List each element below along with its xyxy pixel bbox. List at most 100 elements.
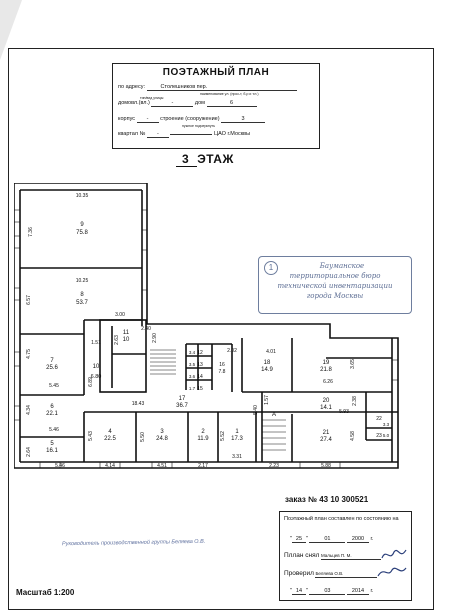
address-row: по адресу: Столешников пер. [118, 84, 297, 91]
date-year: 2000 [346, 536, 369, 543]
room-number: 1 [235, 429, 239, 435]
dimension: 5.52 [220, 431, 226, 441]
room-number: 19 [323, 360, 330, 366]
scale-label: Масштаб 1:200 [16, 588, 75, 597]
outer-wall [14, 183, 399, 469]
kvartal-value: - [157, 131, 159, 137]
dimension: 4.51 [157, 463, 167, 469]
check-day: 14 [291, 588, 306, 595]
dimension: 5.43 [88, 431, 94, 441]
order-value: 43 10 300521 [319, 495, 369, 504]
dimension: 5.45 [49, 383, 59, 389]
dimension: 5.88 [321, 463, 331, 469]
dimension: 6.57 [26, 295, 32, 305]
room-area: 3.5 [189, 362, 196, 367]
room-area: 14.9 [261, 367, 273, 373]
house-row: домовл.(вл.) - дом 6 [118, 100, 257, 107]
dimension: 7.36 [28, 227, 34, 237]
room-number: 14 [197, 374, 203, 380]
room-number: 20 [323, 398, 330, 404]
stroenie-label: строение (сооружение) [160, 116, 220, 122]
signature-maltsev [381, 549, 407, 559]
dimension: 4.14 [105, 463, 115, 469]
kvartal-label: квартал № [118, 131, 146, 137]
room-area: 7.8 [219, 369, 226, 375]
room-area: 6.80 [91, 374, 102, 380]
date-year-suffix: г. [370, 536, 374, 542]
dimension: 5.93 [339, 409, 349, 415]
dimension: 2.63 [114, 335, 120, 345]
date-day: 25 [291, 536, 306, 543]
district-value: ЦАО г.Москвы [214, 131, 251, 137]
room-area: 1.7 [189, 386, 196, 391]
dimension: 5.46 [55, 463, 65, 469]
dom-label: дом [194, 100, 205, 106]
room-area: 36.7 [176, 403, 188, 409]
street-type-hint: тип/вид улицы [140, 96, 164, 100]
room-number: 4 [108, 429, 112, 435]
floor-number: 3 [176, 152, 198, 167]
house-value: - [171, 100, 174, 106]
room-number: 12 [197, 350, 203, 356]
dimension: 5.40 [253, 405, 259, 415]
stamp-line: технической инвентаризации [277, 282, 393, 290]
room-area: 14.1 [320, 405, 332, 411]
stair-core [99, 319, 147, 393]
room-area: 75.8 [76, 230, 88, 236]
room-area: 16.1 [46, 448, 58, 454]
dimension: 2.90 [152, 333, 158, 343]
room-number: 2 [201, 429, 205, 435]
dimension: 4.01 [266, 349, 276, 355]
room-area: 53.7 [76, 300, 88, 306]
address-label: по адресу: [118, 84, 145, 90]
house-label: домовл.(вл.) [118, 100, 150, 106]
stamp-line: Бауманское [319, 262, 365, 270]
floor-word: ЭТАЖ [197, 152, 234, 166]
dimension: 3.65 [350, 359, 356, 369]
order-number: заказ № 43 10 300521 [285, 495, 368, 504]
dimension: 6.26 [323, 379, 333, 385]
dimension: 2.40 [141, 326, 151, 332]
room-area: 22.5 [104, 436, 116, 442]
stamp-circle: 1 [264, 261, 278, 275]
room-area: 3.3 [383, 422, 390, 427]
checked-label: Проверил [284, 570, 314, 577]
dimension: 5.50 [140, 432, 146, 442]
certificate-title: Поэтажный план составлен по состоянию на [284, 516, 399, 522]
dimension: 1.51 [91, 340, 101, 346]
dimension: 2.17 [198, 463, 208, 469]
korpus-row: корпус - строение (сооружение) 3 [118, 116, 266, 123]
room-number: 21 [323, 430, 330, 436]
certificate-date: "25" 01 2000 г. [290, 536, 374, 543]
room-number: 22 [376, 416, 382, 422]
room-area: 3.4 [189, 350, 196, 355]
stair-mark: А [272, 412, 276, 418]
floor-plan: 9 75.8 8 53.7 7 25.6 6 22.1 5 16.1 4 22.… [14, 183, 399, 469]
room-number: 17 [179, 396, 186, 402]
room-number: 8 [80, 292, 84, 298]
made-label: Пллан снял [284, 552, 320, 559]
dimension: 10.35 [76, 193, 89, 199]
korpus-value: - [146, 116, 149, 122]
check-date: "14" 03 2014 г. [290, 588, 374, 595]
dimension: 5.46 [49, 427, 59, 433]
dimension: 2.38 [352, 396, 358, 406]
bti-stamp: Бауманское территориальное бюро техничес… [258, 256, 412, 314]
room-number: 10 [93, 364, 100, 370]
check-month: 03 [309, 588, 346, 595]
room-area: 22.1 [46, 411, 58, 417]
dimension: 2.02 [227, 348, 237, 354]
header-box [112, 63, 320, 149]
check-year: 2014 [346, 588, 369, 595]
stamp-line: территориальное бюро [289, 272, 381, 280]
checked-name: Беляева О.В. [315, 571, 344, 576]
korpus-label: корпус [118, 116, 136, 122]
stroenie-hint: нужное подчеркнуть [182, 124, 216, 128]
room-area: 10 [123, 337, 130, 343]
address-value: Столешников пер. [160, 84, 208, 90]
dimension: 10.25 [76, 278, 89, 284]
stroenie-value: 3 [241, 116, 245, 122]
dimension: 4.75 [26, 349, 32, 359]
room-number: 13 [197, 362, 203, 368]
